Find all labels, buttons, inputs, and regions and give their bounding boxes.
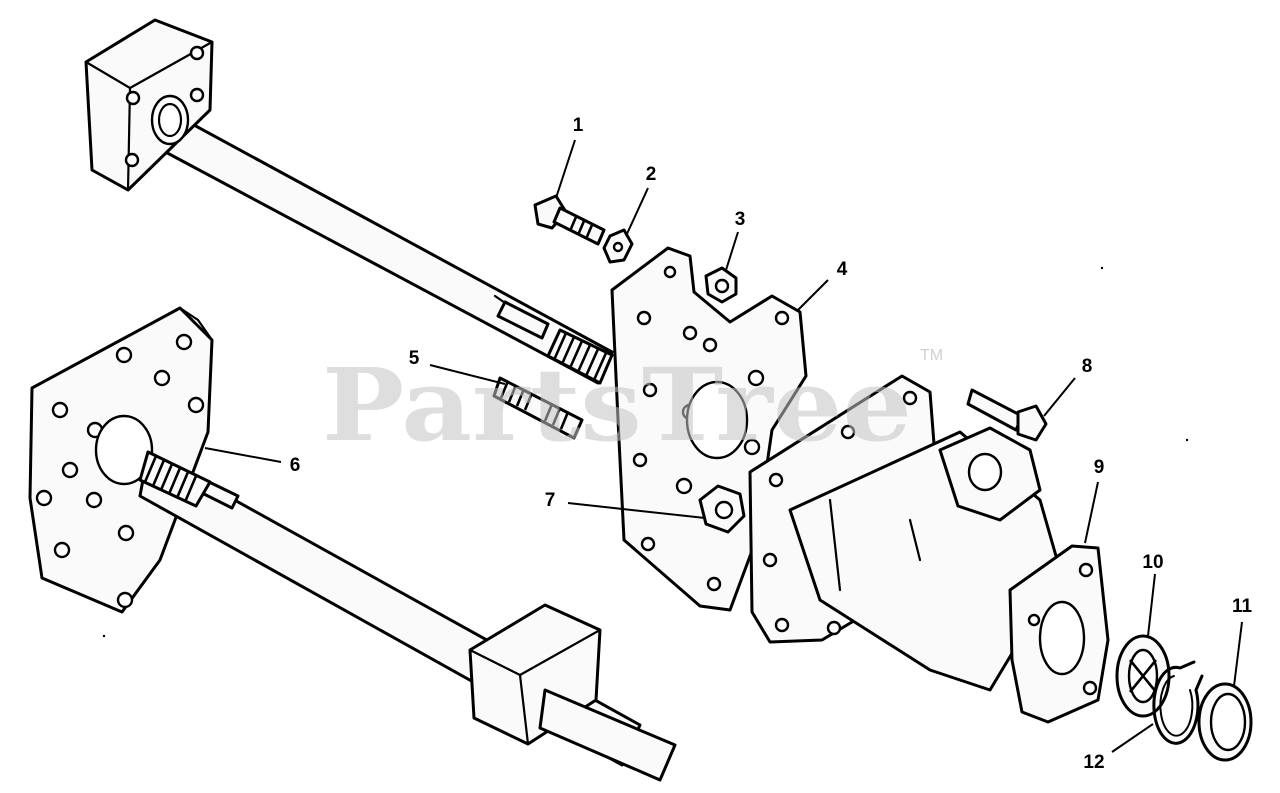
watermark-trademark: TM — [920, 347, 943, 364]
callout-9: 9 — [1094, 457, 1105, 478]
bearing-10 — [1115, 634, 1171, 718]
nut-7 — [698, 484, 746, 534]
leader-12 — [1111, 723, 1154, 753]
callout-3: 3 — [735, 209, 746, 230]
callout-1: 1 — [573, 115, 584, 136]
seal-ring-11 — [1197, 682, 1253, 762]
callout-labels: 1 2 3 4 5 6 7 8 9 10 11 12 — [290, 115, 1253, 773]
nut-2 — [602, 228, 634, 264]
leader-7 — [567, 502, 706, 519]
callout-5: 5 — [409, 348, 420, 369]
housing-9 — [748, 374, 1110, 724]
leader-8 — [1043, 377, 1076, 417]
leader-9 — [1084, 481, 1099, 544]
callout-6: 6 — [290, 455, 301, 476]
callout-4: 4 — [837, 259, 848, 280]
leader-2 — [625, 187, 649, 237]
leader-10 — [1147, 573, 1156, 637]
leader-6 — [204, 447, 282, 463]
callout-7: 7 — [545, 490, 556, 511]
leader-3 — [725, 231, 739, 271]
watermark-text: PartsTree — [322, 346, 912, 464]
bolt-1 — [533, 194, 606, 246]
upper-axle — [84, 18, 614, 385]
leader-11 — [1233, 621, 1243, 687]
snap-ring-12 — [1152, 660, 1204, 745]
scan-specks — [102, 266, 1189, 638]
watermark: PartsTree TM — [322, 346, 943, 464]
callout-8: 8 — [1082, 356, 1093, 377]
bolt-8 — [966, 388, 1048, 442]
lower-axle-plate — [28, 306, 677, 782]
leader-1 — [555, 139, 576, 199]
leader-4 — [797, 279, 829, 311]
leader-5 — [429, 364, 506, 385]
leader-lines — [204, 139, 1243, 753]
callout-12: 12 — [1083, 752, 1104, 773]
callout-10: 10 — [1142, 552, 1163, 573]
nut-3 — [704, 266, 738, 304]
callout-11: 11 — [1232, 596, 1253, 617]
callout-2: 2 — [646, 164, 657, 185]
stud-5 — [492, 376, 584, 440]
